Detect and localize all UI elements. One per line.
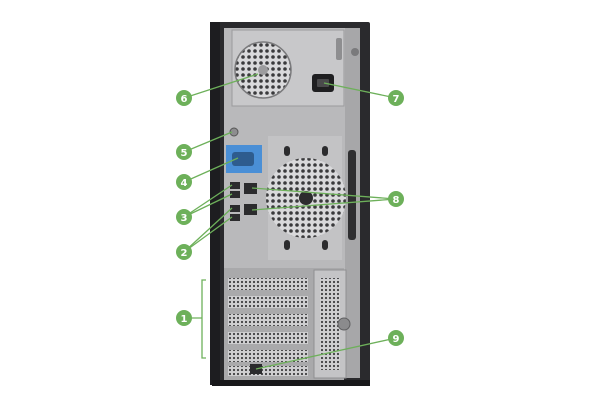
leader-6 — [183, 73, 259, 99]
power-supply-handle — [336, 38, 342, 60]
fan-mount-hole-2 — [322, 146, 328, 156]
slot-cover-3 — [228, 314, 308, 326]
network-port-a — [244, 183, 257, 194]
leader-7 — [323, 82, 397, 99]
uid-led — [229, 127, 239, 137]
power-supply-fan-hub — [258, 65, 268, 75]
leader-8-b — [251, 198, 397, 211]
callout-9: 9 — [388, 330, 404, 346]
power-inlet-pins — [317, 79, 329, 87]
callout-8-label: 8 — [393, 195, 400, 206]
slot-cover-2 — [228, 296, 308, 308]
leader-2-b — [183, 216, 233, 253]
callout-5-label: 5 — [181, 148, 188, 159]
callout-1-label: 1 — [181, 314, 188, 325]
callout-4: 4 — [176, 174, 192, 190]
callout-7: 7 — [388, 90, 404, 106]
callout-8: 8 — [388, 191, 404, 207]
usb-port-lower-a — [230, 205, 240, 212]
leader-9 — [255, 337, 397, 370]
fan-mount-hole-1 — [284, 146, 290, 156]
chassis-foot — [212, 380, 370, 386]
leader-5 — [183, 131, 233, 153]
callout-3: 3 — [176, 209, 192, 225]
callout-badges: 1 2 3 4 5 6 7 8 — [176, 90, 404, 346]
callout-6: 6 — [176, 90, 192, 106]
usb-port-upper-b — [230, 191, 240, 198]
ilo-port — [250, 364, 262, 374]
usb-port-upper-a — [230, 182, 240, 189]
leader-4 — [183, 157, 239, 183]
callout-7-label: 7 — [393, 94, 400, 105]
callout-3-label: 3 — [181, 213, 188, 224]
slot-cover-5 — [228, 350, 308, 362]
power-supply-screw — [351, 48, 359, 56]
leader-3-a — [183, 184, 233, 218]
system-fan-hub — [299, 191, 313, 205]
usb-port-lower-b — [230, 214, 240, 221]
chassis-side-shadow — [210, 22, 220, 385]
slot-retainer-knob — [337, 317, 351, 331]
callout-2: 2 — [176, 244, 192, 260]
callout-1: 1 — [176, 310, 192, 326]
leader-3-b — [183, 193, 233, 218]
slot-cover-4 — [228, 332, 308, 344]
callout-6-label: 6 — [181, 94, 188, 105]
vga-port — [232, 152, 254, 166]
slot-retainer-grille — [320, 278, 340, 370]
leader-2-a — [183, 207, 233, 253]
network-port-b — [244, 204, 257, 215]
leader-8-a — [251, 187, 397, 200]
callout-leaders — [183, 73, 397, 370]
callout-4-label: 4 — [181, 178, 188, 189]
leader-1 — [201, 279, 206, 359]
slot-cover-6 — [228, 366, 308, 376]
slot-cover-1 — [228, 278, 308, 290]
callout-2-label: 2 — [181, 248, 188, 259]
fan-mount-hole-4 — [322, 240, 328, 250]
fan-mount-hole-3 — [284, 240, 290, 250]
callout-9-label: 9 — [393, 334, 400, 345]
callout-5: 5 — [176, 144, 192, 160]
